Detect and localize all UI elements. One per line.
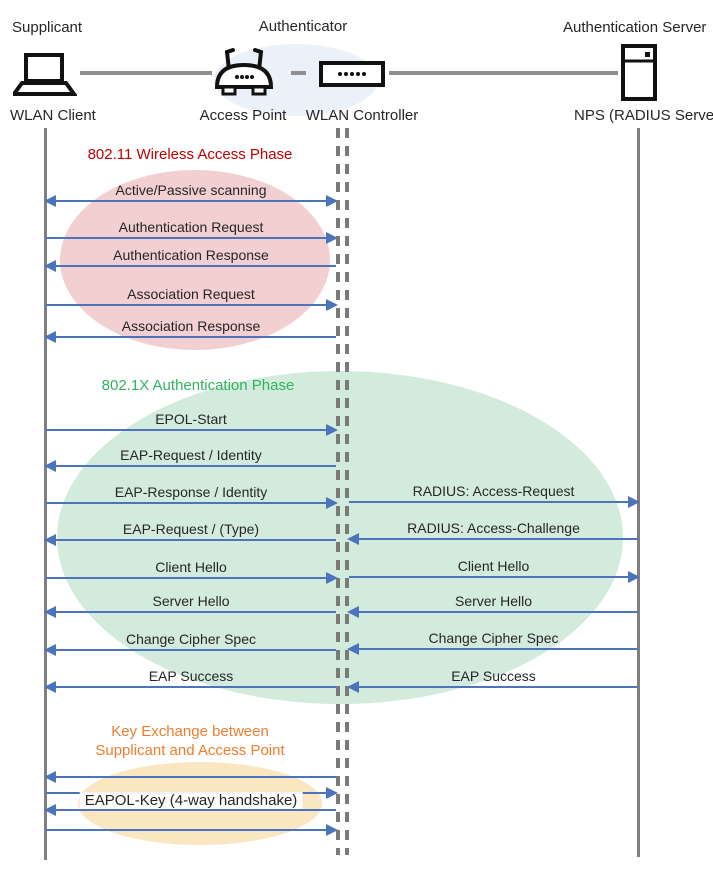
device-nps-radius-server: NPS (RADIUS Server) bbox=[574, 107, 713, 124]
arrowhead-left-icon bbox=[347, 533, 359, 545]
message-arrow bbox=[44, 771, 336, 783]
arrowhead-right-icon bbox=[628, 496, 640, 508]
message-arrow bbox=[44, 331, 336, 343]
device-access-point: Access Point bbox=[199, 107, 287, 124]
message-arrow bbox=[46, 572, 338, 584]
message-label: EAP-Request / (Type) bbox=[122, 521, 260, 537]
message-label: Client Hello bbox=[155, 559, 227, 575]
message-arrow bbox=[46, 824, 338, 836]
arrowhead-left-icon bbox=[44, 195, 56, 207]
arrowhead-left-icon bbox=[347, 643, 359, 655]
message-label: EPOL-Start bbox=[155, 411, 227, 427]
phase3-title: Key Exchange between Supplicant and Acce… bbox=[64, 722, 316, 760]
arrowhead-right-icon bbox=[326, 195, 338, 207]
arrowhead-right-icon bbox=[326, 824, 338, 836]
message-label: EAP-Response / Identity bbox=[114, 484, 268, 500]
phase1-title: 802.11 Wireless Access Phase bbox=[87, 146, 293, 163]
message-label: Active/Passive scanning bbox=[115, 182, 267, 198]
connector-ap-controller bbox=[291, 71, 306, 75]
role-supplicant: Supplicant bbox=[12, 19, 83, 36]
message-arrow bbox=[44, 460, 336, 472]
message-label: Change Cipher Spec bbox=[428, 630, 559, 646]
lifeline-nps-server bbox=[637, 128, 640, 857]
message-label: EAP Success bbox=[451, 668, 536, 684]
message-label: Association Response bbox=[121, 318, 261, 334]
message-label: EAP Success bbox=[148, 668, 234, 684]
arrowhead-right-icon bbox=[628, 571, 640, 583]
message-label: Server Hello bbox=[454, 593, 533, 609]
arrowhead-right-icon bbox=[326, 787, 338, 799]
access-point-icon bbox=[212, 46, 276, 98]
message-arrow bbox=[44, 260, 336, 272]
arrowhead-right-icon bbox=[326, 232, 338, 244]
role-authentication-server: Authentication Server bbox=[563, 19, 707, 36]
arrowhead-left-icon bbox=[44, 606, 56, 618]
arrowhead-left-icon bbox=[44, 771, 56, 783]
message-arrow bbox=[44, 195, 338, 207]
arrowhead-left-icon bbox=[44, 534, 56, 546]
laptop-icon bbox=[13, 53, 77, 97]
message-label: Association Request bbox=[127, 286, 255, 302]
message-label: EAPOL-Key (4-way handshake) bbox=[79, 792, 303, 809]
message-label: Server Hello bbox=[152, 593, 230, 609]
wlan-controller-icon bbox=[319, 61, 385, 87]
message-arrow bbox=[46, 232, 338, 244]
arrowhead-left-icon bbox=[44, 681, 56, 693]
message-label: Authentication Request bbox=[118, 219, 264, 235]
phase2-title: 802.1X Authentication Phase bbox=[101, 377, 295, 394]
arrowhead-left-icon bbox=[44, 460, 56, 472]
message-label: Change Cipher Spec bbox=[126, 631, 256, 647]
message-arrow bbox=[44, 606, 336, 618]
role-authenticator: Authenticator bbox=[258, 18, 348, 35]
arrowhead-left-icon bbox=[347, 681, 359, 693]
message-label: RADIUS: Access-Request bbox=[412, 483, 575, 499]
message-label: Client Hello bbox=[457, 558, 530, 574]
arrowhead-left-icon bbox=[44, 644, 56, 656]
phase3-title-line2: Supplicant and Access Point bbox=[95, 742, 285, 759]
message-arrow bbox=[46, 497, 338, 509]
device-wlan-client: WLAN Client bbox=[10, 107, 96, 124]
message-arrow bbox=[46, 424, 338, 436]
message-label: Authentication Response bbox=[113, 247, 269, 263]
message-arrow bbox=[46, 299, 338, 311]
message-arrow bbox=[44, 804, 336, 816]
message-arrow bbox=[347, 606, 638, 618]
message-label: EAP-Request / Identity bbox=[120, 447, 262, 463]
phase3-title-line1: Key Exchange between bbox=[111, 723, 269, 740]
message-label: RADIUS: Access-Challenge bbox=[407, 520, 580, 536]
connector-client-ap bbox=[80, 71, 212, 75]
arrowhead-right-icon bbox=[326, 572, 338, 584]
message-arrow bbox=[349, 571, 640, 583]
device-wlan-controller: WLAN Controller bbox=[305, 107, 419, 124]
arrowhead-right-icon bbox=[326, 424, 338, 436]
message-arrow bbox=[347, 643, 638, 655]
message-arrow bbox=[347, 681, 638, 693]
arrowhead-left-icon bbox=[44, 804, 56, 816]
lifeline-wlan-controller-left bbox=[336, 128, 340, 855]
message-arrow bbox=[44, 644, 336, 656]
server-icon bbox=[621, 44, 657, 101]
message-arrow bbox=[347, 533, 638, 545]
lifeline-wlan-client bbox=[44, 128, 47, 860]
message-arrow bbox=[349, 496, 640, 508]
arrowhead-left-icon bbox=[347, 606, 359, 618]
message-arrow bbox=[44, 534, 336, 546]
message-arrow bbox=[44, 681, 336, 693]
arrowhead-left-icon bbox=[44, 260, 56, 272]
arrowhead-right-icon bbox=[326, 299, 338, 311]
connector-controller-server bbox=[389, 71, 618, 75]
lifeline-wlan-controller-right bbox=[345, 128, 349, 855]
arrowhead-right-icon bbox=[326, 497, 338, 509]
arrowhead-left-icon bbox=[44, 331, 56, 343]
